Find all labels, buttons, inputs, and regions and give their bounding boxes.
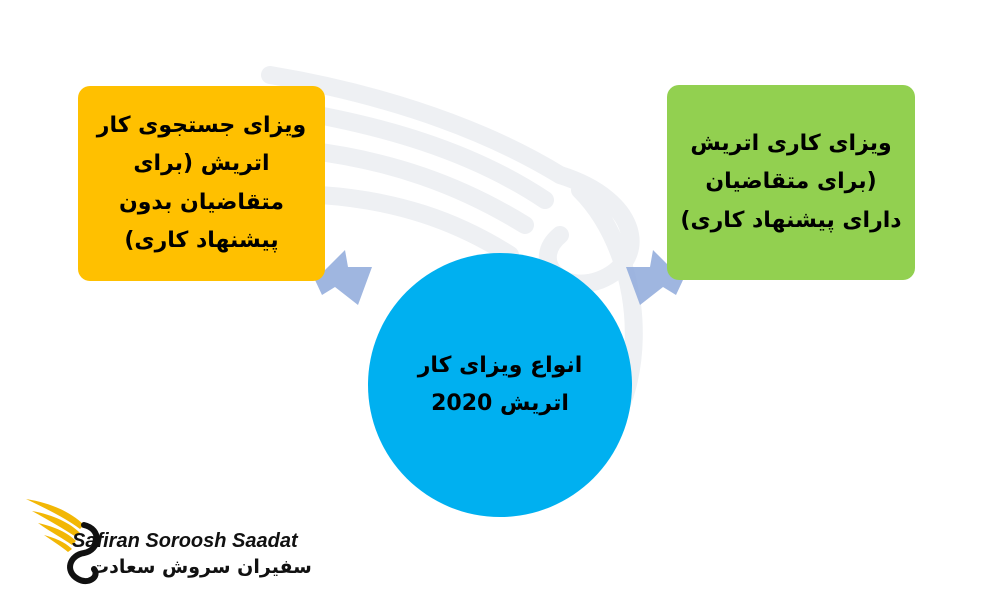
logo-wing-icon xyxy=(26,499,100,585)
job-seeker-visa-box: ویزای جستجوی کار اتریش (برای متقاضیان بد… xyxy=(78,86,325,281)
visa-types-circle: انواع ویزای کار اتریش 2020 xyxy=(368,253,632,517)
job-seeker-visa-text: ویزای جستجوی کار اتریش (برای متقاضیان بد… xyxy=(96,112,307,254)
work-visa-box: ویزای کاری اتریش (برای متقاضیان دارای پی… xyxy=(667,85,915,280)
logo-name-fa: سفیران سروش سعادت xyxy=(90,556,312,578)
arrow-left-to-center xyxy=(315,250,372,305)
logo-name-en: Safiran Soroosh Saadat xyxy=(72,530,298,552)
arrow-right-to-center xyxy=(626,250,683,305)
visa-types-text: انواع ویزای کار اتریش 2020 xyxy=(417,352,583,417)
work-visa-text: ویزای کاری اتریش (برای متقاضیان دارای پی… xyxy=(680,130,902,233)
